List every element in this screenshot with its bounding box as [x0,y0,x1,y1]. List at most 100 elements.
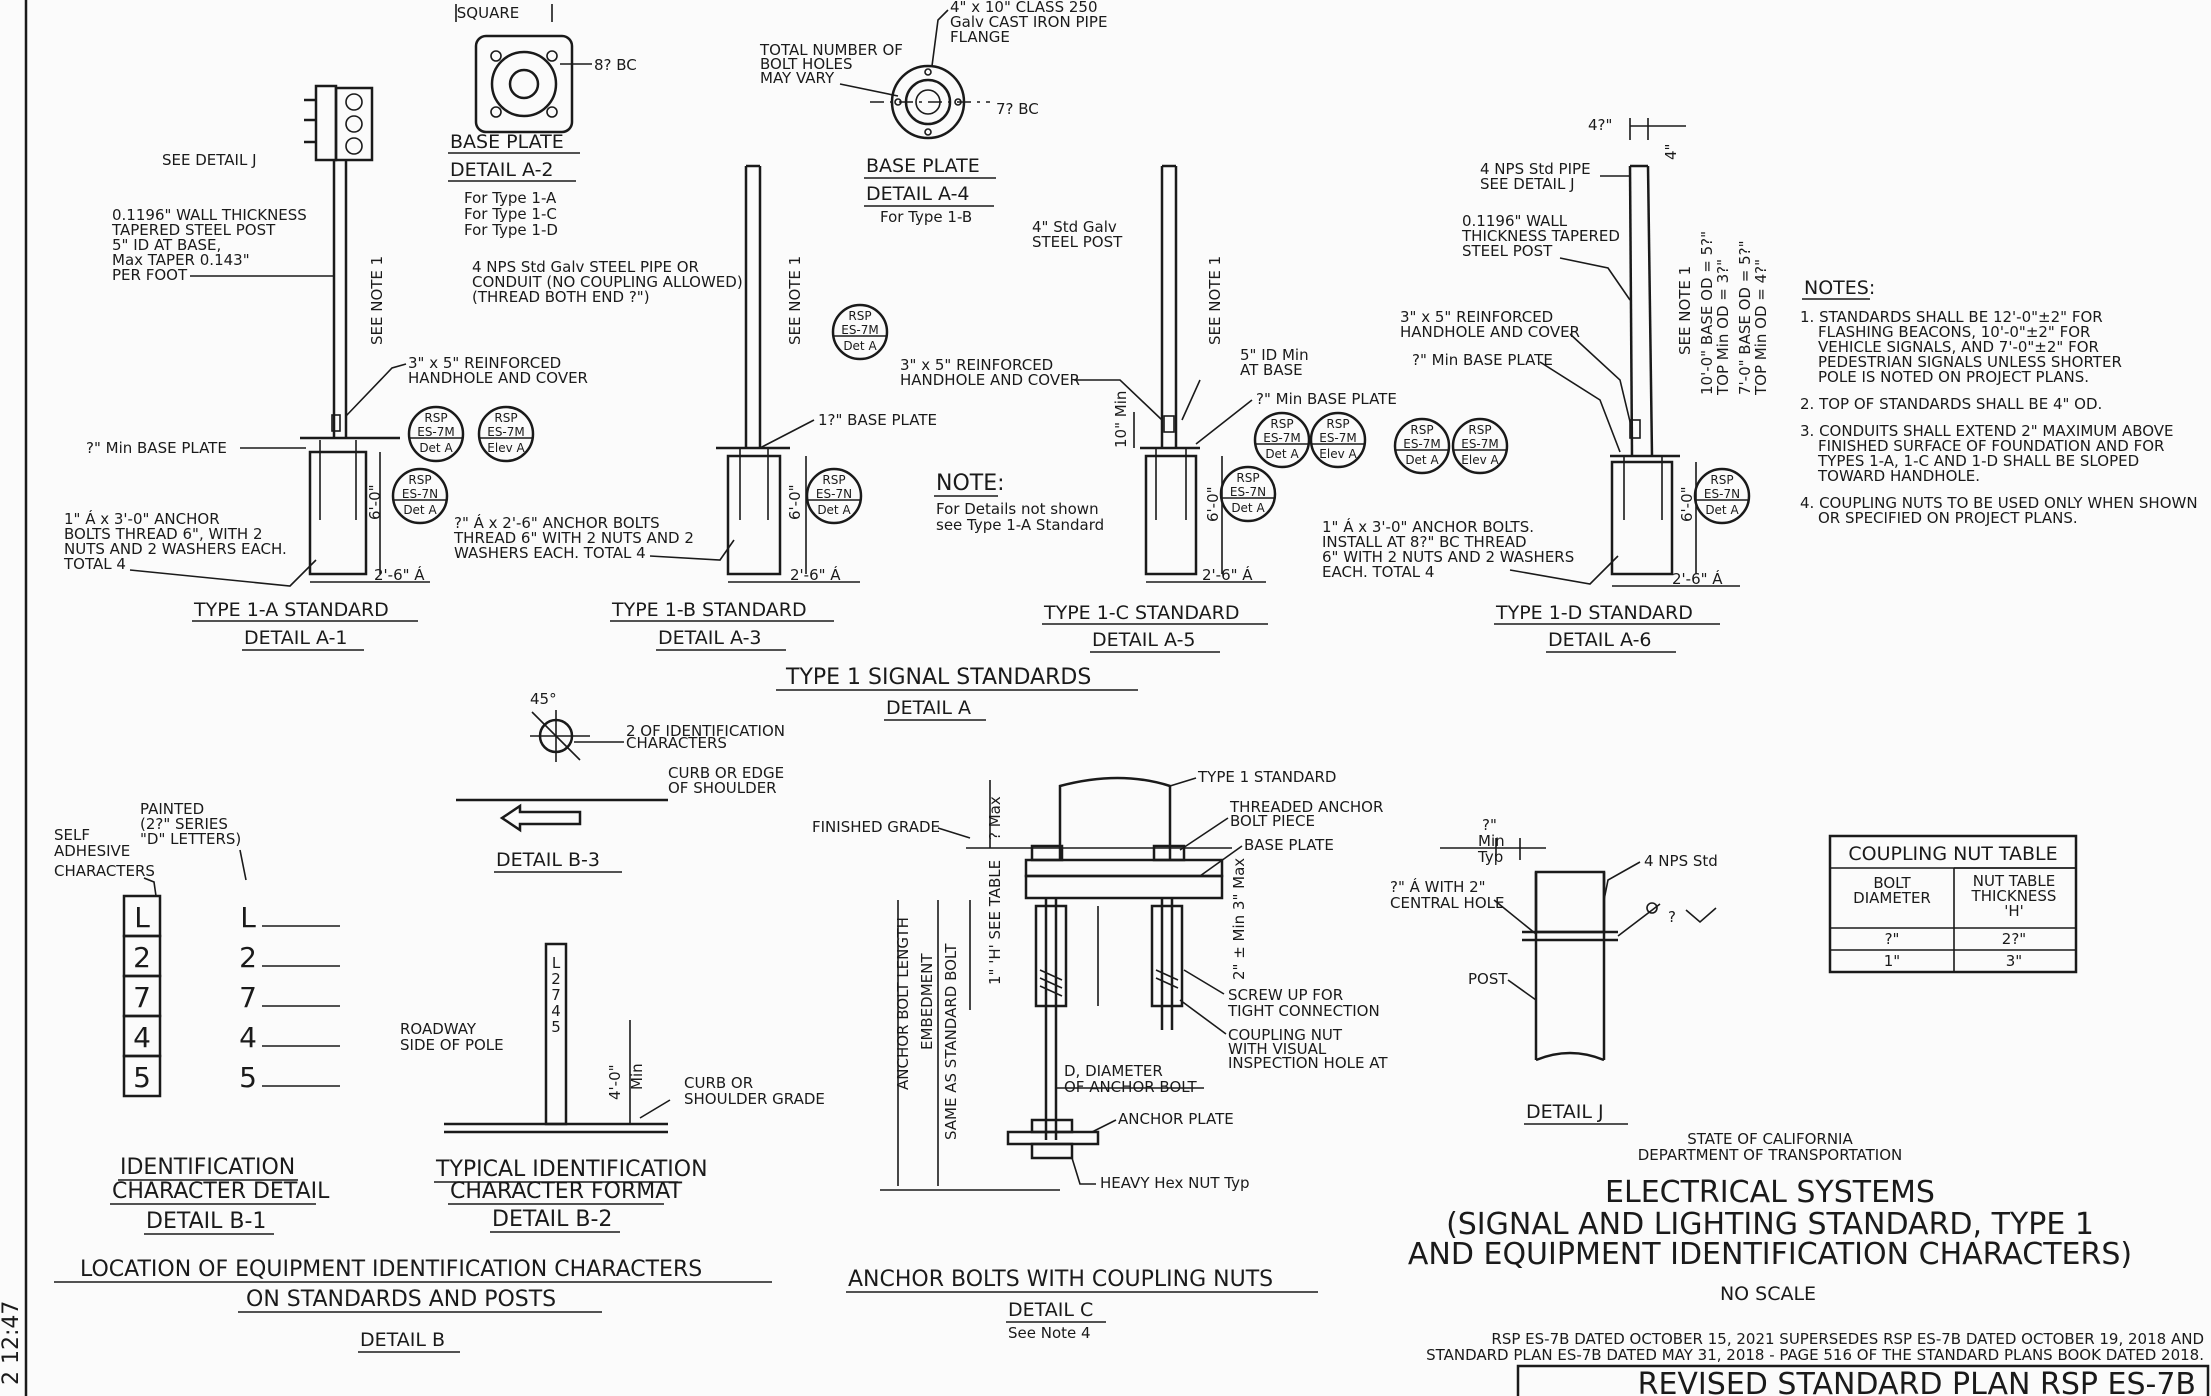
callout-rsp: RSP [1236,471,1259,485]
depth-1d: 6'-0" [1678,486,1696,522]
see-note-1a: SEE NOTE 1 [368,256,386,345]
embedment: EMBEDMENT [918,953,936,1050]
detail-c-title: ANCHOR BOLTS WITH COUPLING NUTS [848,1267,1273,1292]
callout-sheet: ES-7M [487,425,525,439]
title-line-2: (SIGNAL AND LIGHTING STANDARD, TYPE 1 [1446,1207,2094,1242]
post-note-1b-1: 4" Std Galv [1032,218,1117,236]
callout-sub: Elev A [1461,453,1499,467]
roadway-2: SIDE OF POLE [400,1036,504,1054]
width-1c: 2'-6" Á [1202,565,1253,584]
b2-char-7: 7 [551,986,561,1004]
detail-b-title-1: LOCATION OF EQUIPMENT IDENTIFICATION CHA… [80,1257,702,1282]
detail-b2: DETAIL B-2 [492,1207,612,1232]
callout-circle [805,467,863,525]
callout-rsp: RSP [822,473,845,487]
d-diam-1: D, DIAMETER [1064,1062,1163,1080]
anchor-note-1d-4: EACH. TOTAL 4 [1322,563,1434,581]
anchor-note-1d-2: INSTALL AT 8?" BC THREAD [1322,533,1527,551]
note-for-details: NOTE: For Details not shown see Type 1-A… [934,471,1104,534]
finished-grade: FINISHED GRADE [812,818,940,836]
min-base-plate-1d: ?" Min BASE PLATE [1412,351,1553,369]
threaded-2: BOLT PIECE [1230,812,1315,830]
screw-1: SCREW UP FOR [1228,986,1343,1004]
detail-b3: 45° 2 OF IDENTIFICATION CHARACTERS CURB … [456,690,785,873]
coupling-nut-table: COUPLING NUT TABLE BOLT DIAMETER NUT TAB… [1828,834,2078,974]
painted-char: 4 [239,1021,257,1054]
scale-label: NO SCALE [1720,1283,1816,1305]
callout-circle [831,303,889,361]
detail-b2-title-1: TYPICAL IDENTIFICATION [435,1157,708,1182]
base-plate-title-a4: BASE PLATE [866,155,980,177]
sheet-id-box [1516,1364,2210,1396]
b2-char-5: 5 [551,1018,561,1036]
base-plate-square-a2 [474,34,574,134]
base-plate-title-a2: BASE PLATE [450,131,564,153]
type-1a-standard: SQUARE 8? BC BASE PLATE DETAIL A-2 For T… [63,4,743,651]
base-plate-1b: 1?" BASE PLATE [818,411,937,429]
table-col2-1: NUT TABLE [1973,872,2056,890]
holes-note-3: MAY VARY [760,69,835,87]
type-1b-standard: 4" x 10" CLASS 250 Galv CAST IRON PIPE F… [453,0,1107,651]
painted-char: 2 [239,941,257,974]
detail-a1: DETAIL A-1 [244,627,348,649]
detail-b2-title-2: CHARACTER FORMAT [450,1179,683,1204]
callout-circle [1393,417,1451,475]
max-c: ? Max [986,796,1004,840]
min-base-plate-1a: ?" Min BASE PLATE [86,439,227,457]
callout-rsp: RSP [494,411,517,425]
pipe-note-2: CONDUIT (NO COUPLING ALLOWED) [472,273,743,291]
anchor-note-1d-3: 6" WITH 2 NUTS AND 2 WASHERS [1322,548,1574,566]
detail-b3-title: DETAIL B-3 [496,849,600,871]
char-box-text: 2 [133,941,151,974]
detail-a4-title: DETAIL A-4 [866,183,970,205]
dim-min-b2: Min [628,1063,646,1090]
callout-sheet: ES-7M [1461,437,1499,451]
wall-note-2: THICKNESS TAPERED [1461,227,1620,245]
painted-3: "D" LETTERS) [140,830,241,848]
angle-45: 45° [530,690,557,708]
table-col1-1: BOLT [1873,874,1911,892]
anchor-note-1a-2: BOLTS THREAD 6", WITH 2 [64,525,263,543]
post-note-1a-2: TAPERED STEEL POST [111,221,276,239]
title-block: STATE OF CALIFORNIA DEPARTMENT OF TRANSP… [1408,1130,2210,1396]
h-table: 1" 'H' SEE TABLE [986,860,1004,985]
char-box [122,1054,162,1098]
dj-min-typ-3: Typ [1477,848,1503,866]
bc-note-a4: 7? BC [996,100,1039,118]
width-1b: 2'-6" Á [790,565,841,584]
b2-char-l: L [552,954,561,972]
note-line: 3. CONDUITS SHALL EXTEND 2" MAXIMUM ABOV… [1800,422,2174,440]
callout-circle [1253,411,1311,469]
width-1d: 2'-6" Á [1672,569,1723,588]
detail-b1-title-2: CHARACTER DETAIL [112,1179,330,1204]
anchor-note-1b-2: THREAD 6" WITH 2 NUTS AND 2 [453,529,694,547]
callout-rsp: RSP [424,411,447,425]
detail-a2-title: DETAIL A-2 [450,159,554,181]
table-col2-2: THICKNESS [1971,887,2057,905]
detail-b2: L 2 7 4 5 ROADWAY SIDE OF POLE 4'-0" Min… [400,942,825,1233]
dj-post: POST [1468,970,1508,988]
type-1b-title: TYPE 1-B STANDARD [611,599,807,621]
depth-1c: 6'-0" [1204,486,1222,522]
wall-note-1: 0.1196" WALL [1462,212,1568,230]
callout-sub: Det A [419,441,453,455]
callout-rsp: RSP [1326,417,1349,431]
b2-char-4: 4 [551,1002,561,1020]
foundation-1a [308,450,368,576]
callout-sheet: ES-7M [1319,431,1357,445]
detail-c-see-note: See Note 4 [1008,1324,1091,1342]
note-line: VEHICLE SIGNALS, AND 7'-0"±2" FOR [1818,338,2099,356]
table-row1-nut: 2?" [2002,930,2026,948]
roadway-1: ROADWAY [400,1020,477,1038]
od-b-2: TOP Min OD = 4?" [1752,259,1770,396]
detail-c: DETAIL C [1008,1299,1093,1321]
detail-a-title: TYPE 1 SIGNAL STANDARDS [785,665,1091,690]
see-note-1b: SEE NOTE 1 [786,256,804,345]
type-1a-title: TYPE 1-A STANDARD [193,599,389,621]
callout-sub: Det A [1705,503,1739,517]
